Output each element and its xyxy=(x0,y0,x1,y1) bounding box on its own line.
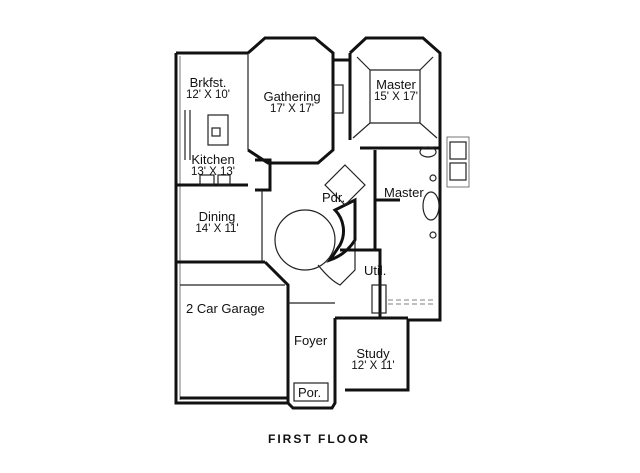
room-name: Foyer xyxy=(294,333,328,348)
room-name: Master xyxy=(376,77,416,92)
room-util: Util. xyxy=(364,264,386,277)
room-name: Util. xyxy=(364,263,387,278)
room-dining: Dining 14' X 11' xyxy=(188,210,246,236)
wall-master xyxy=(348,36,442,145)
room-size: 15' X 17' xyxy=(373,91,419,103)
room-kitchen: Kitchen 13' X 13' xyxy=(184,153,242,179)
room-master: Master 15' X 17' xyxy=(362,78,430,104)
room-study: Study 12' X 11' xyxy=(346,347,400,373)
outer-wall-left xyxy=(174,53,288,405)
room-name: Master xyxy=(384,185,424,200)
room-porch: Por. xyxy=(298,386,321,399)
room-name: Gathering xyxy=(263,89,321,104)
room-name: Por. xyxy=(298,385,322,400)
room-size: 14' X 11' xyxy=(195,223,239,235)
room-brkfst: Brkfst. 12' X 10' xyxy=(180,76,236,102)
room-master-bath: Master xyxy=(384,186,424,199)
room-size: 12' X 11' xyxy=(351,360,395,372)
room-size: 13' X 13' xyxy=(190,166,236,178)
room-size: 12' X 10' xyxy=(185,89,231,101)
room-gathering: Gathering 17' X 17' xyxy=(256,90,328,116)
room-name: Study xyxy=(356,346,390,361)
floor-title: FIRST FLOOR xyxy=(268,432,370,446)
room-pdr: Pdr. xyxy=(322,191,345,204)
room-name: Pdr. xyxy=(322,190,346,205)
room-name: Brkfst. xyxy=(189,75,227,90)
room-name: Dining xyxy=(198,209,236,224)
room-garage: 2 Car Garage xyxy=(186,302,265,315)
room-name: Kitchen xyxy=(191,152,235,167)
room-size: 17' X 17' xyxy=(269,103,315,115)
outer-wall-right xyxy=(345,145,442,392)
room-foyer: Foyer xyxy=(294,334,327,347)
room-name: 2 Car Garage xyxy=(186,301,265,316)
